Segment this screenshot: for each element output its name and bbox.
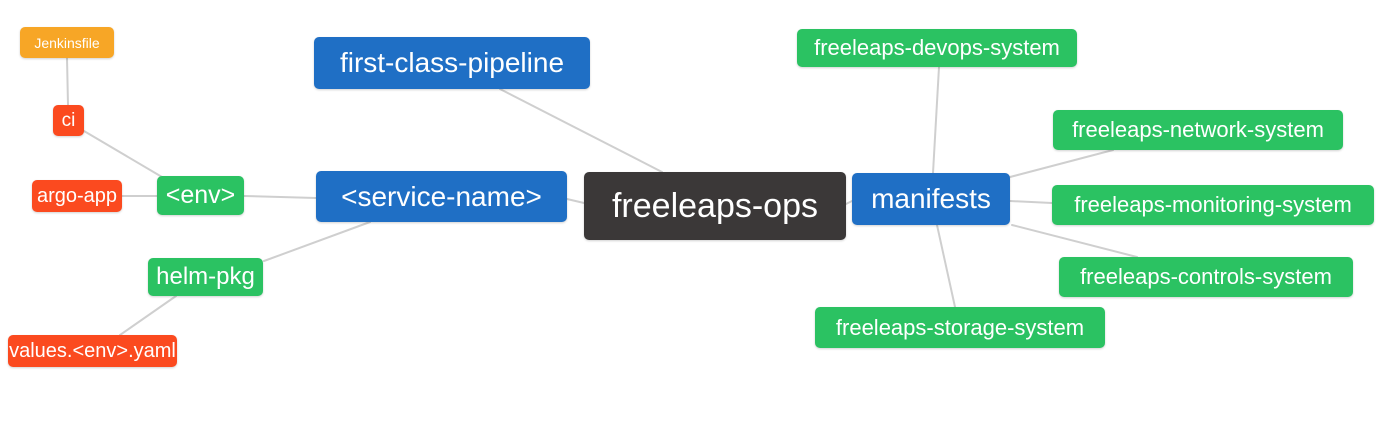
edge-helm-pkg-to-service-name [263,221,371,262]
node-freeleaps-controls-system[interactable]: freeleaps-controls-system [1059,257,1353,297]
node-env[interactable]: <env> [157,176,244,215]
node-freeleaps-ops-root[interactable]: freeleaps-ops [584,172,846,240]
node-first-class-pipeline[interactable]: first-class-pipeline [314,37,590,89]
node-freeleaps-storage-system[interactable]: freeleaps-storage-system [815,307,1105,348]
edge-env-to-service-name [243,195,317,199]
node-values-env-yaml[interactable]: values.<env>.yaml [8,335,177,367]
node-service-name[interactable]: <service-name> [316,171,567,222]
edge-manifests-to-freeleaps-network-system [1009,149,1114,178]
node-ci[interactable]: ci [53,105,84,136]
node-manifests[interactable]: manifests [852,173,1010,225]
edge-manifests-to-freeleaps-devops-system [932,66,940,174]
edge-freeleaps-ops-to-manifests [845,200,853,205]
edge-jenkinsfile-to-ci [66,57,69,106]
node-argo-app[interactable]: argo-app [32,180,122,212]
node-jenkinsfile[interactable]: Jenkinsfile [20,27,114,58]
node-freeleaps-monitoring-system[interactable]: freeleaps-monitoring-system [1052,185,1374,225]
edge-values-env-yaml-to-helm-pkg [119,295,177,336]
edge-manifests-to-freeleaps-controls-system [1011,224,1138,258]
edge-service-name-to-freeleaps-ops [566,198,585,204]
edge-manifests-to-freeleaps-monitoring-system [1009,200,1053,204]
edge-manifests-to-freeleaps-storage-system [936,224,956,308]
node-freeleaps-network-system[interactable]: freeleaps-network-system [1053,110,1343,150]
node-helm-pkg[interactable]: helm-pkg [148,258,263,296]
edge-ci-to-env [83,130,163,178]
edge-first-class-pipeline-to-freeleaps-ops [499,88,663,173]
node-freeleaps-devops-system[interactable]: freeleaps-devops-system [797,29,1077,67]
